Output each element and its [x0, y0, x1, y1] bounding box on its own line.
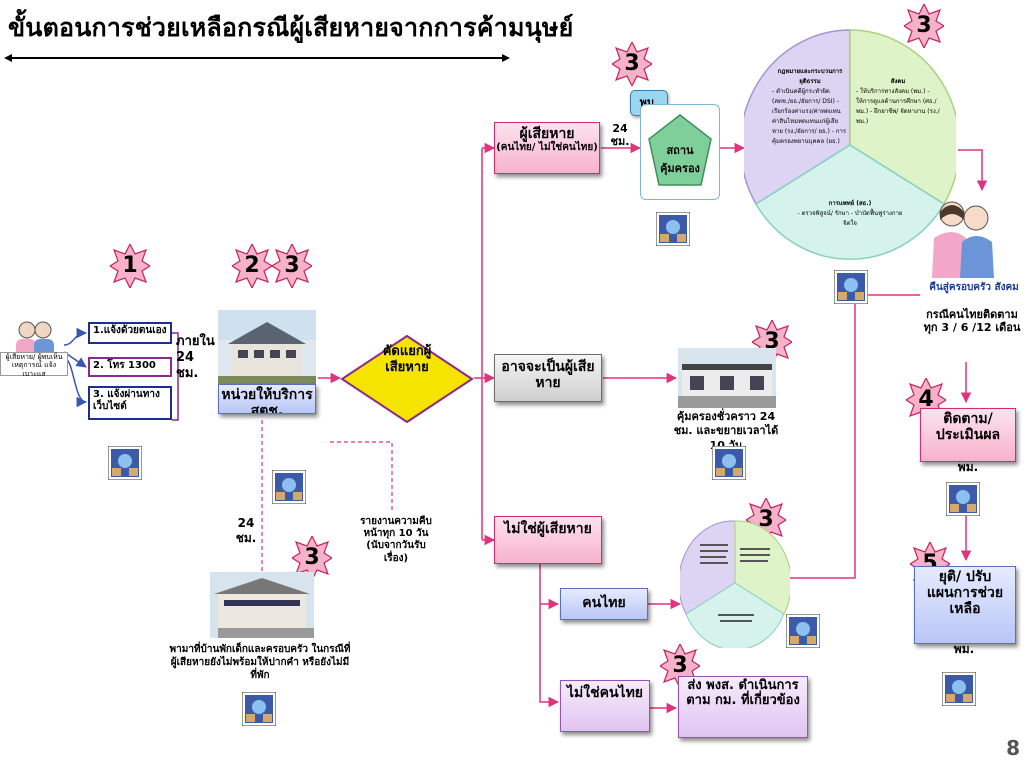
- step-badge-3-shelter: 3: [290, 534, 334, 582]
- title-underline: [4, 54, 510, 62]
- cycle-medical-title: การแพทย์ (สธ.): [828, 200, 872, 207]
- services-cycle-diagram: กฎหมายและกระบวนการยุติธรรม - ดำเนินคดีผู…: [739, 26, 961, 264]
- victim-box-title: ผู้เสียหาย: [519, 126, 575, 142]
- connector-small-cycle-followup: [790, 294, 920, 579]
- maybe-victim-box: อาจจะเป็นผู้เสียหาย: [494, 354, 602, 402]
- left-24h-label: 24 ชม.: [235, 516, 257, 545]
- within-24h-label: ภายใน 24 ชม.: [176, 334, 215, 381]
- non-thai-box: ไม่ใช่คนไทย: [560, 680, 650, 732]
- victim-box-sub: (คนไทย/ ไม่ใช่คนไทย): [496, 142, 598, 154]
- network-icon: [833, 269, 869, 305]
- cycle-law-section: กฎหมายและกระบวนการยุติธรรม - ดำเนินคดีผู…: [772, 66, 848, 146]
- report-in-person-box: 1.แจ้งด้วยตนเอง: [88, 322, 172, 344]
- thai-followup-label: กรณีคนไทยติดตามทุก 3 / 6 /12 เดือน: [923, 308, 1021, 335]
- cycle-law-items: - ดำเนินคดีผู้กระทำผิด (สตช./ยธ./อัยการ/…: [772, 88, 847, 145]
- dashed-report-progress: [330, 441, 393, 510]
- send-agency-box: ส่ง พงส. ดำเนินการตาม กม. ที่เกี่ยวข้อง: [678, 676, 808, 738]
- reporter-label: ผู้เสียหาย/ ผู้พบเห็นเหตุการณ์ แจ้งเบาะแ…: [0, 352, 68, 378]
- cycle-social-items: - ให้บริการทางสังคม (พม.) - ให้การดูแลด้…: [856, 88, 940, 125]
- step-badge-3-mid-label: 3: [758, 507, 774, 532]
- end-adjust-plan-box: ยุติ/ ปรับแผนการช่วยเหลือ: [914, 566, 1016, 644]
- shelter-pentagon-label: สถานคุ้มครอง: [660, 144, 700, 175]
- network-icon: [941, 671, 977, 707]
- cycle-medical-section: การแพทย์ (สธ.) - ตรวจพิสูจน์/ รักษา - บำ…: [794, 198, 906, 228]
- temp-shelter-photo: [678, 348, 776, 408]
- shelter-panel: สถานคุ้มครอง: [640, 104, 720, 200]
- step-badge-3a: 3: [270, 242, 314, 290]
- page-number: 8: [1006, 736, 1020, 760]
- cycle-social-section: สังคม - ให้บริการทางสังคม (พม.) - ให้การ…: [856, 76, 940, 126]
- report-website-box: 3. แจ้งผ่านทางเว็บไซต์: [88, 386, 172, 420]
- family-people-icon: [930, 198, 998, 280]
- step-badge-2: 2: [230, 242, 274, 290]
- report-progress-label: รายงานความคืบหน้าทุก 10 วัน (นับจากวันรั…: [360, 516, 432, 564]
- step-badge-3-top-label: 3: [624, 51, 640, 76]
- step-badge-3-topright: 3: [902, 2, 946, 50]
- thai-services-cycle-diagram: [678, 518, 792, 651]
- network-icon: [785, 613, 821, 649]
- screening-diamond-label: คัดแยกผู้เสียหาย: [382, 344, 432, 376]
- cycle-medical-items: - ตรวจพิสูจน์/ รักษา - บำบัดฟื้นฟูร่างกา…: [797, 210, 903, 227]
- top-24h-label: 24 ชม.: [610, 122, 630, 149]
- follow-evaluate-box: ติดตาม/ ประเมินผล: [920, 408, 1016, 462]
- pm-label-1: พม.: [957, 460, 979, 474]
- family-shelter-photo: [210, 572, 314, 638]
- network-icon: [655, 211, 691, 247]
- victim-box: ผู้เสียหาย (คนไทย/ ไม่ใช่คนไทย): [494, 122, 600, 174]
- pm-label-2: พม.: [953, 642, 975, 656]
- network-icon: [711, 445, 747, 481]
- page-title: ขั้นตอนการช่วยเหลือกรณีผู้เสียหายจากการค…: [8, 13, 574, 42]
- step-badge-1: 1: [108, 242, 152, 290]
- connector-cycle-family: [958, 149, 988, 192]
- not-victim-box: ไม่ใช่ผู้เสียหาย: [494, 516, 602, 564]
- network-icon: [945, 481, 981, 517]
- police-station-photo: [218, 310, 316, 386]
- step-badge-4-label: 4: [918, 387, 934, 412]
- service-unit-box: หน่วยให้บริการ สตช.: [218, 384, 316, 414]
- cycle-law-title: กฎหมายและกระบวนการยุติธรรม: [777, 68, 843, 85]
- family-return-label: คืนสู่ครอบครัว สังคม: [929, 282, 1019, 293]
- report-phone-box: 2. โทร 1300: [88, 357, 172, 377]
- shelter-caption: พามาที่บ้านพักเด็กและครอบครัว ในกรณีที่ผ…: [169, 644, 351, 681]
- cycle-social-title: สังคม: [890, 78, 906, 85]
- step-badge-3-right-label: 3: [764, 329, 780, 354]
- step-badge-3-shelter-label: 3: [304, 545, 320, 570]
- connector-report-1: [63, 327, 88, 346]
- network-icon: [271, 469, 307, 505]
- shelter-pentagon: [648, 114, 712, 186]
- step-badge-2-label: 2: [244, 253, 260, 278]
- step-badge-3-topright-label: 3: [916, 13, 932, 38]
- connector-non-thai: [539, 562, 560, 708]
- step-badge-3a-label: 3: [284, 253, 300, 278]
- step-badge-3-top: 3: [610, 40, 654, 88]
- reports-bracket: [172, 332, 179, 421]
- network-icon: [107, 445, 143, 481]
- screening-diamond: คัดแยกผู้เสียหาย: [340, 334, 474, 424]
- thai-box: คนไทย: [560, 588, 648, 620]
- network-icon: [241, 691, 277, 727]
- step-badge-1-label: 1: [122, 253, 138, 278]
- step-badge-3-bottom-label: 3: [672, 653, 688, 678]
